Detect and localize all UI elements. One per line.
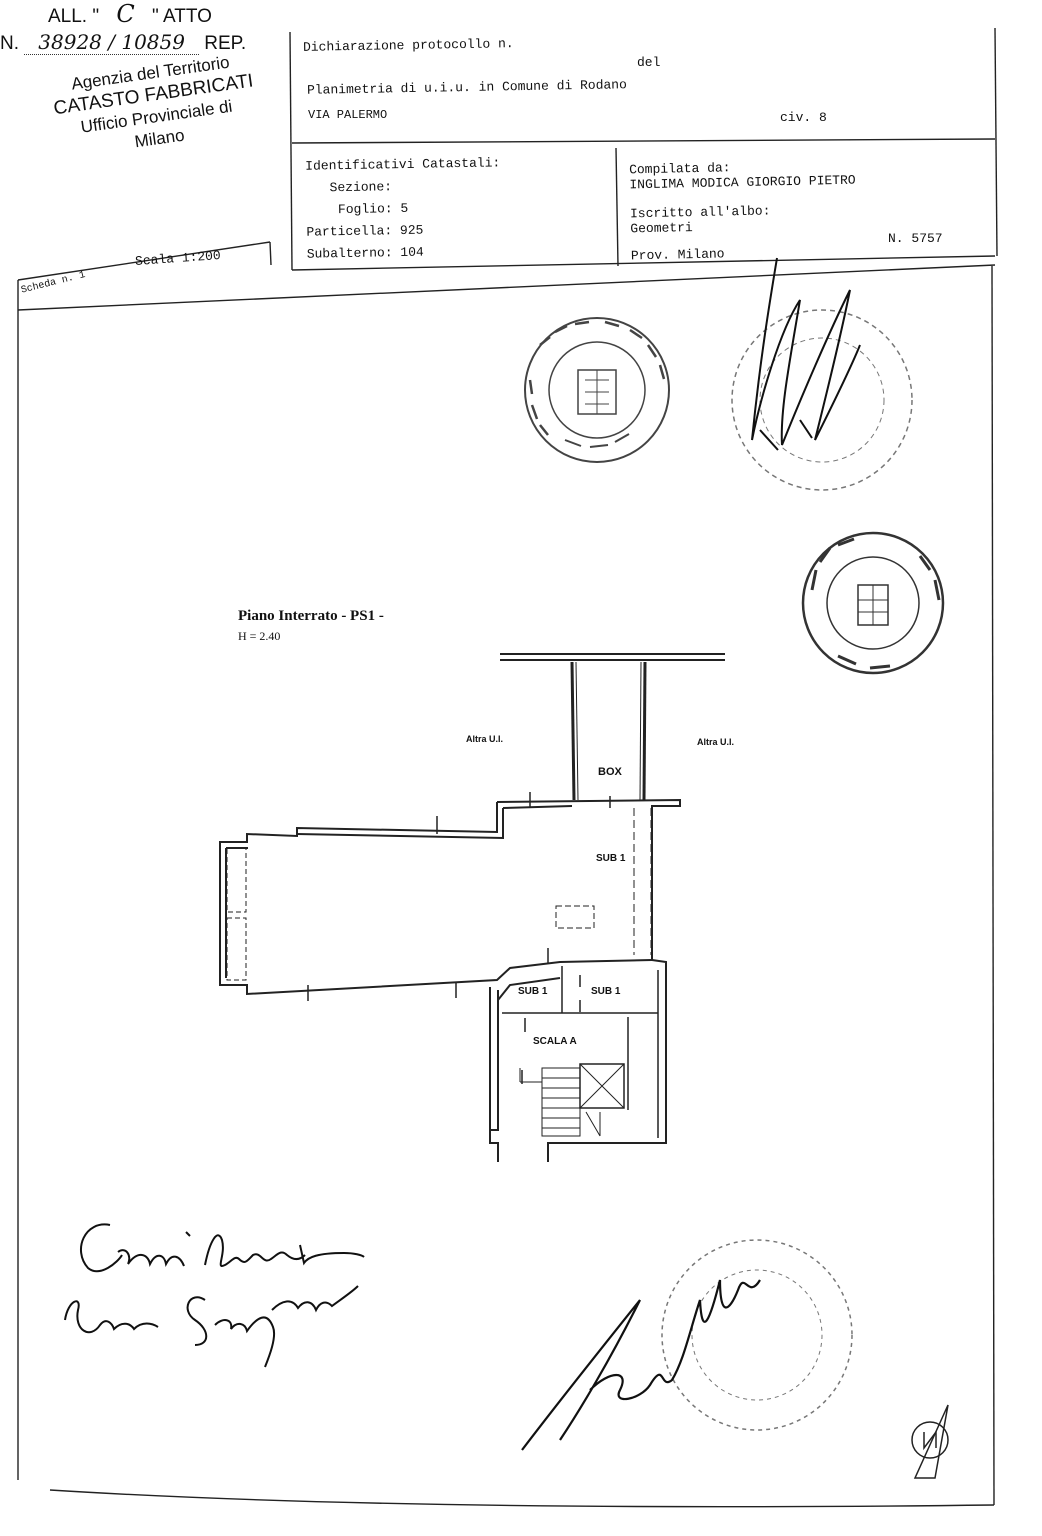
label-sub1-main: SUB 1 xyxy=(596,853,626,864)
civic-number: civ. 8 xyxy=(780,110,827,125)
label-box: BOX xyxy=(598,766,622,778)
label-scala-a: SCALA A xyxy=(533,1036,577,1047)
label-altra-ui-right: Altra U.I. xyxy=(697,737,735,747)
allegato-n-label: N. xyxy=(0,33,19,54)
allegato-suffix: " ATTO xyxy=(152,6,212,27)
floor-height: H = 2.40 xyxy=(238,629,281,643)
label-sub1-b: SUB 1 xyxy=(591,986,621,997)
allegato-n-value: 38928 / 10859 xyxy=(24,30,199,55)
notary-signature xyxy=(521,1279,761,1451)
allegato-block: ALL. " C " ATTO N. 38928 / 10859 REP. xyxy=(0,0,1042,55)
allegato-rep: REP. xyxy=(204,33,247,54)
label-sub1-a: SUB 1 xyxy=(518,986,548,997)
notary-stamp xyxy=(661,1239,853,1431)
allegato-letter: C xyxy=(116,0,135,28)
handwritten-names xyxy=(64,1223,365,1368)
address: VIA PALERMO xyxy=(308,108,388,122)
label-altra-ui-left: Altra U.I. xyxy=(466,734,504,744)
floor-title: Piano Interrato - PS1 - xyxy=(238,608,384,624)
compiler-number: N. 5757 xyxy=(888,231,943,246)
agency-seal-stamp xyxy=(524,317,670,463)
professional-stamp xyxy=(731,309,913,491)
north-arrow-icon xyxy=(911,1404,949,1479)
municipal-seal-stamp xyxy=(801,531,945,675)
allegato-prefix: ALL. " xyxy=(48,6,100,27)
protocol-date-label: del xyxy=(637,55,661,70)
surveyor-signature xyxy=(751,257,861,451)
